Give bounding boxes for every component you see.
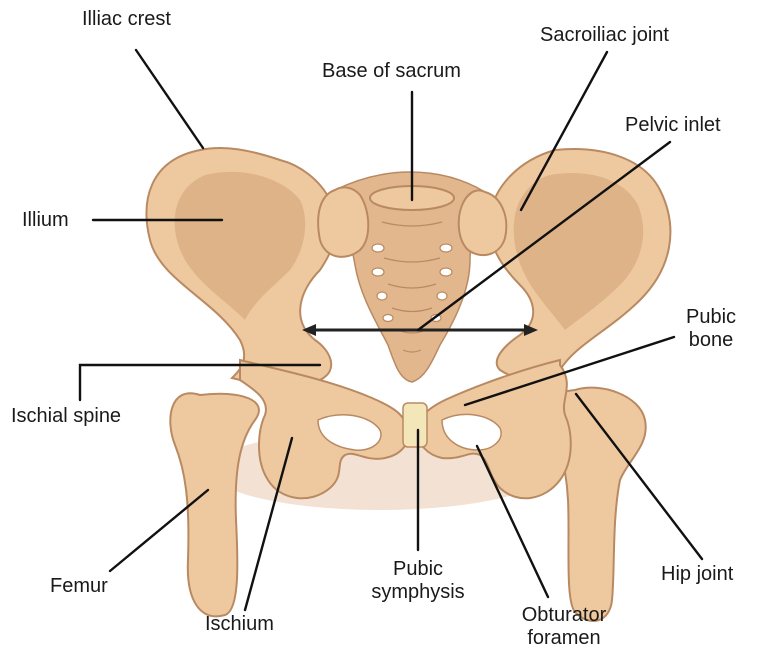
label-illium: Illium — [22, 209, 69, 232]
left-sacral-ala — [318, 187, 368, 256]
label-pubic-symphysis-line2: symphysis — [360, 581, 476, 604]
label-ischial-spine: Ischial spine — [11, 405, 121, 428]
label-pubic-bone-line1: Pubic — [676, 306, 746, 329]
label-femur: Femur — [50, 575, 108, 598]
left-femur — [170, 393, 259, 616]
label-pubic-bone-line2: bone — [676, 329, 746, 352]
leader-illiac-crest — [136, 50, 203, 148]
label-pubic-symphysis-line1: Pubic — [360, 558, 476, 581]
label-ischium: Ischium — [205, 613, 274, 636]
label-pubic-bone: Pubic bone — [676, 306, 746, 352]
label-obturator-foramen-line1: Obturator — [506, 604, 622, 627]
label-sacroiliac-joint: Sacroiliac joint — [540, 24, 669, 47]
label-illiac-crest: Illiac crest — [82, 8, 171, 31]
pubic-symphysis-cartilage — [403, 403, 427, 447]
label-obturator-foramen: Obturator foramen — [506, 604, 622, 650]
label-pelvic-inlet: Pelvic inlet — [625, 114, 721, 137]
label-base-of-sacrum: Base of sacrum — [322, 60, 461, 83]
label-obturator-foramen-line2: foramen — [506, 627, 622, 650]
label-hip-joint: Hip joint — [661, 563, 733, 586]
label-pubic-symphysis: Pubic symphysis — [360, 558, 476, 604]
